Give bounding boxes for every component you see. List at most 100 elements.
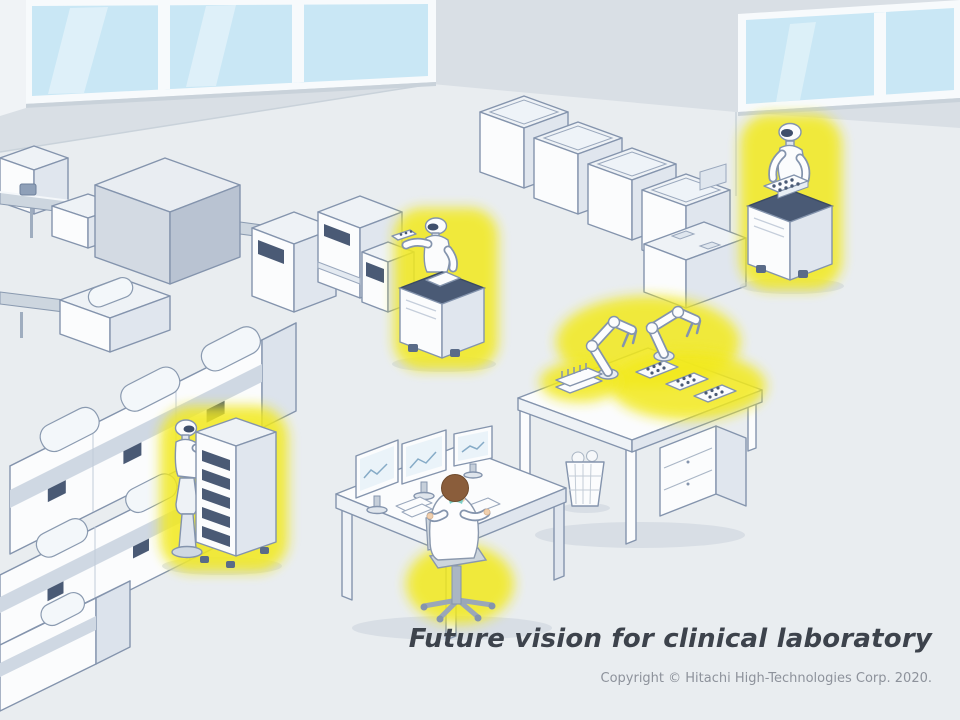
monitor-screen [406,436,442,477]
analyzer-row-3 [0,580,131,712]
dome-machine-side [109,295,171,353]
row-screen [47,581,64,602]
trash-can [562,450,610,513]
monitor-3 [453,425,493,479]
caption: Future vision for clinical laboratory [408,624,932,654]
sample-rack [693,384,737,403]
caster [488,602,496,610]
window-streak [776,22,816,102]
back-cabinet-row [479,95,731,267]
shadow [535,522,745,548]
row-band [0,616,96,677]
robot-visor [427,223,439,231]
caster [200,556,209,563]
robot-visor [781,129,793,137]
copyright-notice: Copyright © Hitachi High-Technologies Co… [600,671,933,686]
dual-robot-arms-table [517,296,766,548]
window-mullion [158,5,170,90]
sample-rack [665,372,709,391]
drawer-unit-side [715,425,747,507]
robot-base [171,545,203,559]
cart-wheel [798,270,808,278]
window-glass [32,4,428,96]
humanoid-robot-center [361,208,498,372]
analyzer-row-1 [9,322,297,555]
window-mullion [874,12,886,96]
caster [260,547,269,554]
sample-rack-held [391,229,417,241]
wall-floor-edge [0,83,433,153]
humanoid-robot-right [740,114,844,294]
storage-slot [202,488,230,509]
row-screen [133,538,149,559]
window-sill [738,98,960,116]
large-cabinet [94,157,241,285]
storage-cabinet-side [235,431,277,557]
cabinet-box [479,95,569,189]
papers [395,496,433,513]
wall-panel [699,163,727,191]
gripper [685,319,702,338]
caster [436,615,444,623]
robot-arm-2 [645,305,702,362]
hair [441,474,469,502]
robot-hip [175,477,198,515]
paper-ball [586,450,598,462]
sample-rack [425,271,461,287]
wall-pillar [0,0,26,116]
counter-item [698,241,722,250]
window-glass [746,8,954,104]
window-streak [48,7,108,94]
cart-wheel [408,344,418,352]
robot-visor [183,425,195,433]
monitor-1 [355,439,399,515]
table-leg [625,445,637,545]
dome-lid [39,406,100,453]
dome-lid [120,366,181,412]
sample-racks-stack [555,363,603,394]
dome-machine [59,277,171,353]
storage-slot [202,469,230,490]
robot-arm-1 [585,315,638,380]
gripper [621,329,638,348]
test-tubes [561,363,587,378]
chair-column [451,565,462,605]
trash-basket [565,461,605,507]
window-right [738,0,960,116]
analyzer-ledge [317,261,361,285]
sample-carrier [19,183,37,196]
track-leg [20,312,23,338]
row-end [95,580,131,665]
caster [226,561,235,568]
storage-slot [202,526,230,547]
panel-screen [366,262,384,283]
chair-base [421,597,495,621]
scientist-workstation [335,425,567,641]
analyzer-screen [324,224,350,246]
monitor-2 [401,429,447,501]
window-left [0,0,436,116]
caster [420,603,428,611]
row-screen [47,480,66,503]
analyzer-screen [258,240,284,264]
dome-lid [40,591,86,627]
window-sill [24,82,436,108]
cart-wheel [756,265,766,273]
robot-leg-column [178,513,197,549]
hand [483,508,491,516]
row-end [261,322,297,429]
row-screen [123,442,142,465]
window-streak [186,5,236,87]
hand [426,512,434,520]
monitor-screen [360,446,394,491]
monitor-screen [458,431,488,461]
humanoid-robot-left [160,406,288,575]
window-mullion [292,4,304,83]
storage-slot [202,507,230,528]
caster [474,614,482,622]
dome-lid [35,518,89,558]
papers [401,503,433,518]
dome-lid [87,277,134,308]
